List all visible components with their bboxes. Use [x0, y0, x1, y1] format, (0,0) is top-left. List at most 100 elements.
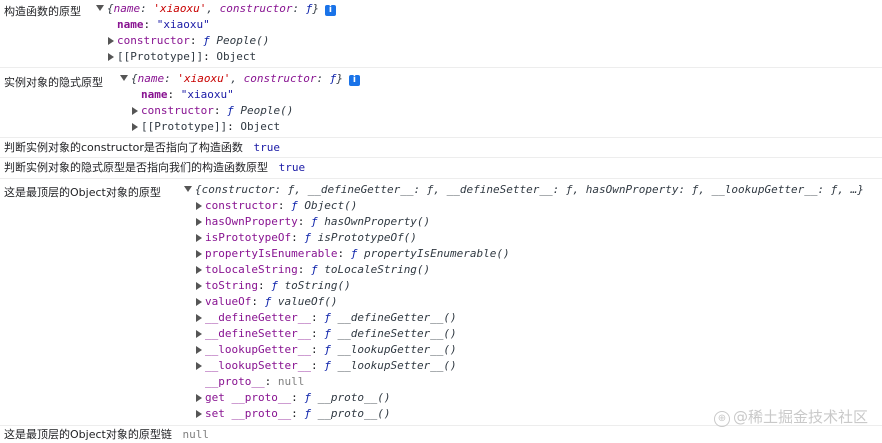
function-glyph: ƒ	[304, 231, 311, 244]
info-icon[interactable]: i	[324, 5, 336, 16]
property-key: __lookupGetter__	[205, 343, 311, 356]
log-label: 判断实例对象的constructor是否指向了构造函数	[4, 141, 243, 154]
property-row[interactable]: hasOwnProperty: ƒ hasOwnProperty()	[196, 214, 430, 230]
property-row[interactable]: toLocaleString: ƒ toLocaleString()	[196, 262, 430, 278]
function-glyph: ƒ	[310, 215, 318, 228]
expand-triangle-icon[interactable]	[196, 266, 202, 274]
expand-triangle-icon[interactable]	[196, 330, 202, 338]
property-key: toLocaleString	[205, 263, 298, 276]
property-row-prototype[interactable]: [[Prototype]]: Object	[108, 49, 256, 65]
property-value: Object()	[304, 199, 358, 212]
watermark-text: @稀土掘金技术社区	[732, 408, 868, 426]
object-summary-row[interactable]: {name: 'xiaoxu', constructor: ƒ} i	[96, 1, 336, 17]
property-row[interactable]: toString: ƒ toString()	[196, 278, 351, 294]
property-key: propertyIsEnumerable	[205, 247, 338, 260]
expand-triangle-icon[interactable]	[196, 410, 202, 418]
function-glyph: ƒ	[271, 279, 278, 292]
property-key: hasOwnProperty	[205, 215, 298, 228]
property-value: __defineSetter__()	[337, 327, 457, 340]
property-row[interactable]: __lookupSetter__: ƒ __lookupSetter__()	[196, 358, 457, 374]
info-icon[interactable]: i	[348, 75, 360, 86]
property-key: isPrototypeOf	[205, 231, 292, 244]
property-row-proto: __proto__: null	[205, 375, 305, 388]
log-label: 这是最顶层的Object对象的原型	[4, 186, 161, 199]
object-summary-row[interactable]: {name: 'xiaoxu', constructor: ƒ} i	[120, 71, 360, 87]
property-value: hasOwnProperty()	[324, 215, 431, 228]
null-value: null	[182, 428, 209, 441]
row-divider	[0, 178, 882, 179]
property-row-proto-getter[interactable]: get __proto__: ƒ __proto__()	[196, 390, 390, 406]
property-value: toLocaleString()	[324, 263, 431, 276]
log-entry-constructor-check: 判断实例对象的constructor是否指向了构造函数 true	[4, 140, 280, 156]
expand-triangle-icon[interactable]	[132, 107, 138, 115]
property-key: __defineGetter__	[205, 311, 311, 324]
collapse-triangle-icon[interactable]	[120, 75, 128, 81]
property-row[interactable]: __lookupGetter__: ƒ __lookupGetter__()	[196, 342, 457, 358]
property-row[interactable]: valueOf: ƒ valueOf()	[196, 294, 337, 310]
log-entry-proto-check: 判断实例对象的隐式原型是否指向我们的构造函数原型 true	[4, 160, 305, 176]
expand-triangle-icon[interactable]	[196, 234, 202, 242]
property-row[interactable]: __defineSetter__: ƒ __defineSetter__()	[196, 326, 457, 342]
function-glyph: ƒ	[310, 263, 318, 276]
function-glyph: ƒ	[324, 359, 331, 372]
row-divider	[0, 157, 882, 158]
function-glyph: ƒ	[324, 343, 331, 356]
function-glyph: ƒ	[264, 295, 272, 308]
expand-triangle-icon[interactable]	[132, 123, 138, 131]
expand-triangle-icon[interactable]	[196, 202, 202, 210]
property-row-prototype[interactable]: [[Prototype]]: Object	[132, 119, 280, 135]
expand-triangle-icon[interactable]	[196, 218, 202, 226]
property-row[interactable]: propertyIsEnumerable: ƒ propertyIsEnumer…	[196, 246, 510, 262]
property-row-name: name: "xiaoxu"	[117, 18, 210, 31]
property-row[interactable]: __defineGetter__: ƒ __defineGetter__()	[196, 310, 457, 326]
property-value: valueOf()	[277, 295, 338, 308]
property-value: __lookupSetter__()	[337, 359, 457, 372]
expand-triangle-icon[interactable]	[196, 282, 202, 290]
property-key: __defineSetter__	[205, 327, 311, 340]
property-key: __lookupSetter__	[205, 359, 311, 372]
function-glyph: ƒ	[324, 311, 331, 324]
property-row-proto-setter[interactable]: set __proto__: ƒ __proto__()	[196, 406, 390, 422]
property-row[interactable]: constructor: ƒ Object()	[196, 198, 357, 214]
property-value: isPrototypeOf()	[317, 231, 417, 244]
property-row-name: name: "xiaoxu"	[141, 88, 234, 101]
collapse-triangle-icon[interactable]	[184, 186, 192, 192]
object-summary: {name: 'xiaoxu', constructor: ƒ}	[107, 2, 319, 15]
property-key: toString	[205, 279, 258, 292]
property-value: __defineGetter__()	[337, 311, 457, 324]
collapse-triangle-icon[interactable]	[96, 5, 104, 11]
log-entry-prototype-chain: 这是最顶层的Object对象的原型链 null	[4, 427, 209, 443]
expand-triangle-icon[interactable]	[196, 298, 202, 306]
expand-triangle-icon[interactable]	[196, 362, 202, 370]
property-row-constructor[interactable]: constructor: ƒ People()	[132, 103, 293, 119]
property-value: propertyIsEnumerable()	[363, 247, 510, 260]
boolean-value: true	[253, 141, 281, 154]
function-glyph: ƒ	[350, 247, 358, 260]
property-key: constructor	[205, 199, 278, 212]
property-row-constructor[interactable]: constructor: ƒ People()	[108, 33, 269, 49]
expand-triangle-icon[interactable]	[196, 346, 202, 354]
row-divider	[0, 425, 882, 426]
expand-triangle-icon[interactable]	[196, 250, 202, 258]
watermark: ⊕@稀土掘金技术社区	[713, 406, 868, 427]
expand-triangle-icon[interactable]	[108, 53, 114, 61]
log-label: 实例对象的隐式原型	[4, 76, 103, 89]
property-value: toString()	[284, 279, 351, 292]
row-divider	[0, 137, 882, 138]
property-value: __lookupGetter__()	[337, 343, 457, 356]
watermark-logo-icon: ⊕	[713, 411, 730, 427]
boolean-value: true	[278, 161, 306, 174]
property-row[interactable]: isPrototypeOf: ƒ isPrototypeOf()	[196, 230, 417, 246]
expand-triangle-icon[interactable]	[196, 394, 202, 402]
expand-triangle-icon[interactable]	[196, 314, 202, 322]
object-summary: {constructor: ƒ, __defineGetter__: ƒ, __…	[195, 183, 864, 196]
expand-triangle-icon[interactable]	[108, 37, 114, 45]
property-key: valueOf	[205, 295, 252, 308]
object-summary-row[interactable]: {constructor: ƒ, __defineGetter__: ƒ, __…	[184, 182, 876, 198]
function-glyph: ƒ	[291, 199, 298, 212]
log-label: 这是最顶层的Object对象的原型链	[4, 428, 172, 441]
log-label: 构造函数的原型	[4, 5, 81, 18]
row-divider	[0, 67, 882, 68]
log-label: 判断实例对象的隐式原型是否指向我们的构造函数原型	[4, 161, 268, 174]
object-summary: {name: 'xiaoxu', constructor: ƒ}	[131, 72, 343, 85]
